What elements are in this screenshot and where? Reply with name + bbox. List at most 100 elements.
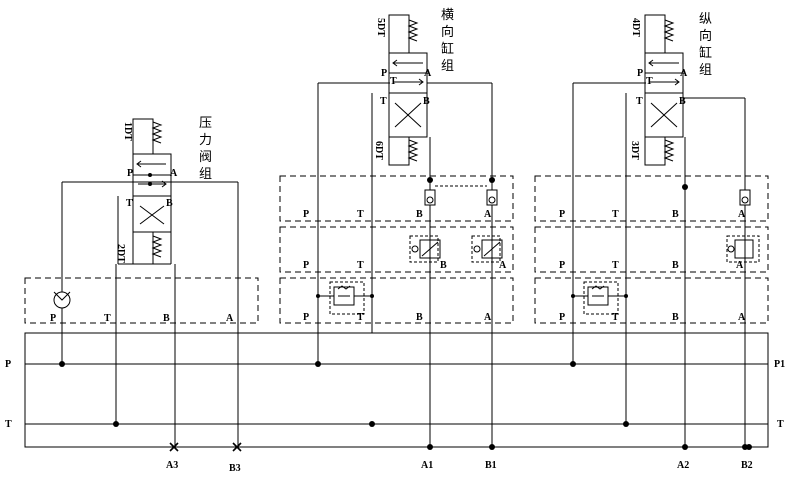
svg-text:A: A [484, 312, 492, 323]
longitudinal-title-2: 向 [699, 28, 712, 43]
svg-text:A: A [736, 260, 744, 271]
svg-text:P: P [50, 313, 56, 324]
svg-text:P: P [381, 68, 387, 79]
solenoid-6dt: 6DT [373, 136, 419, 166]
svg-text:P: P [303, 312, 309, 323]
svg-text:P: P [303, 209, 309, 220]
svg-text:A: A [738, 312, 746, 323]
coil-5dt-label: 5DT [375, 18, 386, 37]
svg-text:B: B [672, 260, 679, 271]
transverse-throttle-a-icon [471, 235, 503, 263]
outlet-a2-label: A2 [677, 460, 689, 471]
transverse-title-1: 横 [441, 7, 454, 22]
transverse-relief-valve-icon [318, 281, 372, 315]
solenoid-5dt: 5DT [375, 14, 419, 54]
longitudinal-relief-valve-icon [573, 281, 626, 315]
pressure-title-2: 力 [199, 132, 212, 147]
longitudinal-plate-1 [534, 175, 769, 222]
svg-text:T: T [636, 96, 643, 107]
longitudinal-title-1: 纵 [699, 11, 712, 26]
svg-text:B: B [679, 96, 686, 107]
coil-1dt-label: 1DT [122, 122, 133, 141]
main-manifold: P P1 T T A3 B3 A1 B1 A2 B2 [5, 332, 785, 474]
longitudinal-throttle-a-icon [726, 235, 760, 263]
pressure-title-1: 压 [199, 115, 212, 130]
coil-4dt-label: 4DT [630, 18, 641, 37]
transverse-plate-2 [279, 226, 514, 273]
svg-text:P: P [303, 260, 309, 271]
longitudinal-plate-3 [534, 277, 769, 324]
transverse-directional-valve: P T A T B [380, 52, 432, 138]
pressure-directional-valve: P A T B [126, 153, 178, 233]
transverse-plate-1 [279, 175, 514, 222]
transverse-cylinder-group: 横 向 缸 组 5DT P T A T B 6DT [279, 7, 514, 447]
svg-text:A: A [499, 260, 507, 271]
svg-text:B: B [416, 209, 423, 220]
svg-text:B: B [672, 312, 679, 323]
longitudinal-plate-2 [534, 226, 769, 273]
pressure-title-4: 组 [199, 166, 212, 181]
svg-text:B: B [440, 260, 447, 271]
svg-text:P: P [559, 209, 565, 220]
coil-6dt-label: 6DT [373, 141, 384, 160]
svg-text:A: A [680, 68, 688, 79]
plug-mark-b3 [232, 442, 242, 452]
svg-text:B: B [163, 313, 170, 324]
longitudinal-cylinder-group: 纵 向 缸 组 4DT P T A T B 3DT [534, 11, 769, 447]
svg-text:P: P [127, 168, 133, 179]
solenoid-4dt: 4DT [630, 14, 675, 54]
longitudinal-title-4: 组 [699, 62, 712, 77]
p1-bus-label: P1 [774, 359, 785, 370]
svg-text:T: T [357, 209, 364, 220]
t-bus-right-label: T [777, 419, 784, 430]
longitudinal-title-3: 缸 [699, 45, 712, 60]
svg-text:T: T [380, 96, 387, 107]
coil-2dt-label: 2DT [115, 244, 126, 263]
solenoid-3dt: 3DT [629, 136, 675, 166]
svg-text:T: T [612, 260, 619, 271]
svg-text:T: T [104, 313, 111, 324]
svg-text:T: T [357, 260, 364, 271]
svg-text:B: B [166, 198, 173, 209]
svg-text:T: T [390, 76, 397, 87]
svg-text:T: T [126, 198, 133, 209]
transverse-title-2: 向 [441, 24, 454, 39]
p-bus-label: P [5, 359, 11, 370]
longitudinal-directional-valve: P T A T B [636, 52, 688, 138]
transverse-throttle-b-icon [409, 235, 441, 263]
svg-text:B: B [416, 312, 423, 323]
svg-text:T: T [612, 312, 619, 323]
svg-text:B: B [672, 209, 679, 220]
pressure-base-plate [24, 277, 259, 324]
transverse-title-4: 组 [441, 58, 454, 73]
svg-text:T: T [357, 312, 364, 323]
outlet-b2-label: B2 [741, 460, 753, 471]
plug-mark-a3 [169, 442, 179, 452]
svg-text:T: T [646, 76, 653, 87]
outlet-a3-label: A3 [166, 460, 178, 471]
solenoid-2dt: 2DT [115, 231, 163, 265]
pressure-title-3: 阀 [199, 149, 212, 164]
svg-text:P: P [637, 68, 643, 79]
svg-text:A: A [738, 209, 746, 220]
manifold-outline [24, 332, 769, 448]
solenoid-1dt: 1DT [122, 118, 163, 155]
svg-text:P: P [559, 312, 565, 323]
svg-text:P: P [559, 260, 565, 271]
transverse-title-3: 缸 [441, 41, 454, 56]
svg-text:A: A [170, 168, 178, 179]
pressure-check-valve [53, 291, 71, 309]
outlet-b3-label: B3 [229, 463, 241, 474]
t-bus-label: T [5, 419, 12, 430]
coil-3dt-label: 3DT [629, 141, 640, 160]
svg-text:A: A [226, 313, 234, 324]
outlet-a1-label: A1 [421, 460, 433, 471]
svg-text:A: A [484, 209, 492, 220]
outlet-b1-label: B1 [485, 460, 497, 471]
transverse-plate-3 [279, 277, 514, 324]
svg-text:A: A [424, 68, 432, 79]
pressure-valve-group: 压 力 阀 组 1DT P A T B [24, 115, 259, 447]
svg-text:T: T [612, 209, 619, 220]
svg-text:B: B [423, 96, 430, 107]
